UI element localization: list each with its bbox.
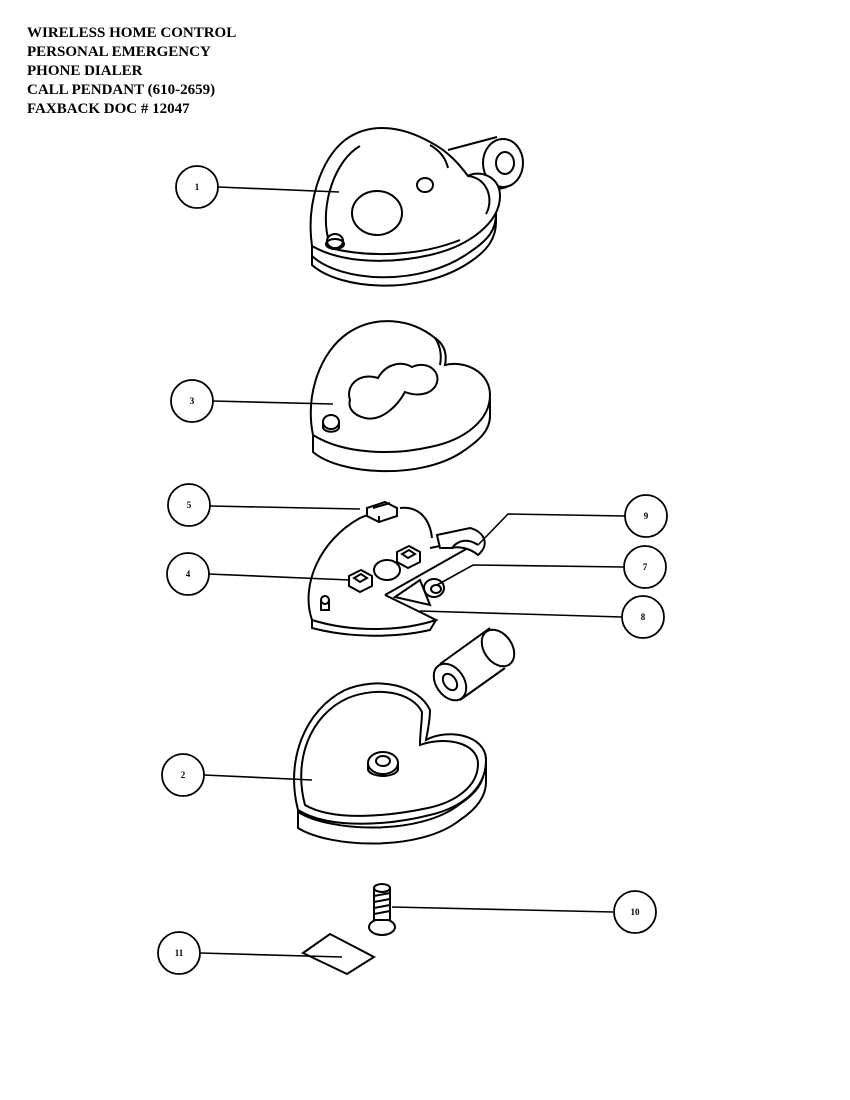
callout-8: 8 bbox=[621, 595, 665, 639]
callout-3-label: 3 bbox=[190, 396, 195, 406]
callout-3: 3 bbox=[170, 379, 214, 423]
callout-10-label: 10 bbox=[631, 907, 641, 917]
part-1-top-cover bbox=[309, 127, 524, 287]
callout-4: 4 bbox=[166, 552, 210, 596]
callout-7: 7 bbox=[623, 545, 667, 589]
callout-10: 10 bbox=[613, 890, 657, 934]
callout-5-label: 5 bbox=[187, 500, 192, 510]
callout-9-label: 9 bbox=[644, 511, 649, 521]
part-10-screw bbox=[368, 883, 396, 936]
callout-1: 1 bbox=[175, 165, 219, 209]
callout-5: 5 bbox=[167, 483, 211, 527]
header-line-2: PERSONAL EMERGENCY bbox=[27, 44, 211, 60]
header-line-1: WIRELESS HOME CONTROL bbox=[27, 25, 237, 41]
battery bbox=[432, 627, 516, 702]
header-line-5: FAXBACK DOC # 12047 bbox=[27, 101, 190, 117]
callout-11: 11 bbox=[157, 931, 201, 975]
callout-9: 9 bbox=[624, 494, 668, 538]
document-header: WIRELESS HOME CONTROL PERSONAL EMERGENCY… bbox=[27, 24, 236, 119]
part-3-middle-plate bbox=[309, 320, 492, 473]
header-line-4: CALL PENDANT (610-2659) bbox=[27, 82, 216, 98]
callout-7-label: 7 bbox=[643, 562, 648, 572]
callout-2: 2 bbox=[161, 753, 205, 797]
pcb-assembly bbox=[307, 500, 486, 637]
callout-8-label: 8 bbox=[641, 612, 646, 622]
part-11-label bbox=[301, 932, 377, 976]
part-2-bottom-case bbox=[293, 682, 488, 845]
callout-11-label: 11 bbox=[175, 948, 184, 958]
header-line-3: PHONE DIALER bbox=[27, 63, 143, 79]
callout-2-label: 2 bbox=[181, 770, 186, 780]
callouts: 1 3 5 4 9 7 8 bbox=[157, 165, 668, 975]
callout-4-label: 4 bbox=[186, 569, 191, 579]
leader-lines bbox=[199, 186, 626, 958]
callout-1-label: 1 bbox=[195, 182, 200, 192]
